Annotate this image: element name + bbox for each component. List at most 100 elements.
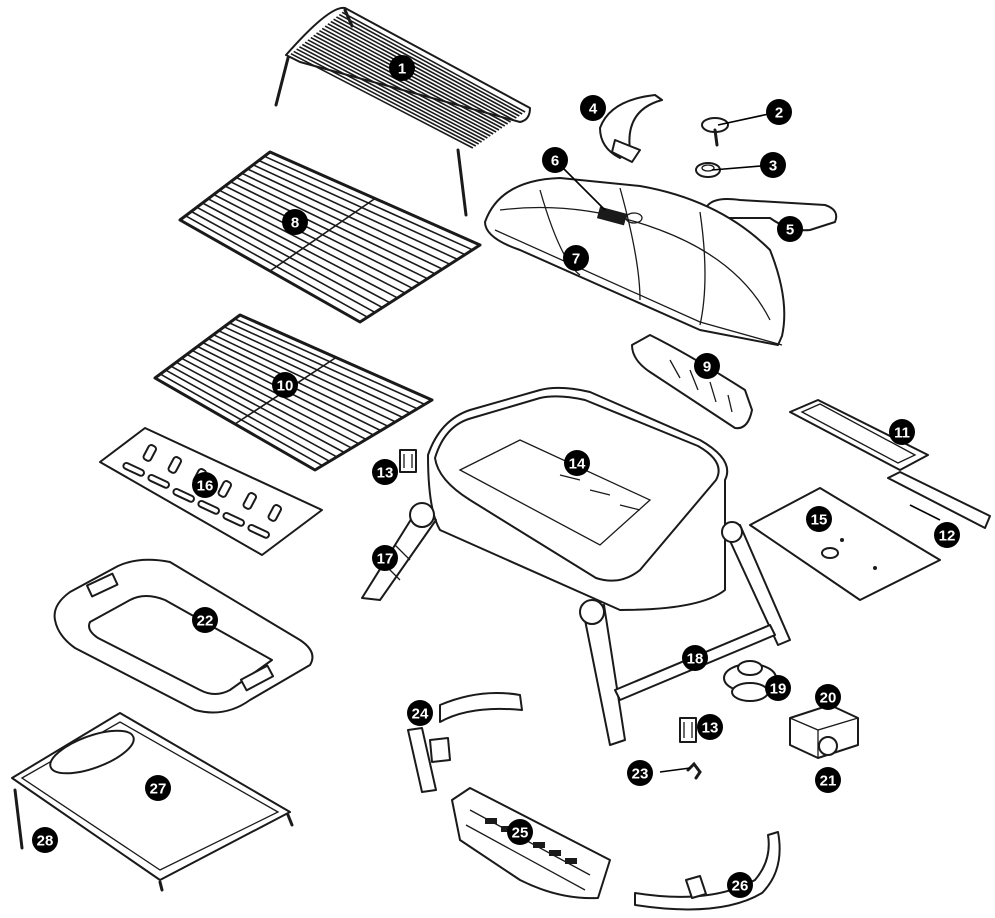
callout-circle: [766, 99, 792, 125]
callout-circle: [372, 459, 398, 485]
heat-plate-slot: [197, 499, 220, 515]
front-legs: [579, 521, 791, 746]
callout-1: 1: [389, 55, 415, 81]
heat-plate-slot: [147, 473, 170, 489]
callout-number: 3: [769, 158, 777, 175]
curved-base-rail: [634, 831, 781, 911]
callout-circle: [682, 645, 708, 671]
cooking-grate-upper: [178, 150, 482, 324]
callout-10: 10: [272, 372, 298, 398]
callout-14: 14: [564, 450, 590, 476]
callout-number: 4: [589, 101, 598, 118]
callout-circle: [806, 506, 832, 532]
callout-circle: [815, 684, 841, 710]
callout-circle: [407, 700, 433, 726]
callout-circle: [765, 675, 791, 701]
grill-lid: [484, 177, 786, 346]
callout-3: 3: [760, 152, 786, 178]
heat-plate-slot: [167, 456, 183, 474]
callout-circle: [777, 216, 803, 242]
callout-number: 1: [398, 61, 406, 78]
callout-circle: [507, 819, 533, 845]
heat-plate-slot: [247, 523, 270, 539]
callout-23: 23: [627, 760, 653, 786]
drip-tray-frame: [53, 558, 314, 714]
heat-plate-slot: [122, 461, 145, 477]
heat-plate-slot: [142, 444, 158, 462]
callout-circle: [282, 209, 308, 235]
callout-number: 12: [939, 528, 956, 545]
callout-7: 7: [563, 245, 589, 271]
panel-vent: [565, 858, 577, 864]
callout-circle: [727, 872, 753, 898]
front-panel: [451, 787, 611, 900]
panel-vent: [485, 818, 497, 824]
callout-15: 15: [806, 506, 832, 532]
callout-circle: [192, 472, 218, 498]
callout-13-lower: 13: [697, 714, 723, 740]
callout-22: 22: [192, 607, 218, 633]
callout-25: 25: [507, 819, 533, 845]
callout-circle: [934, 522, 960, 548]
callout-circle: [563, 245, 589, 271]
callout-number: 11: [894, 425, 910, 442]
callout-number: 20: [820, 690, 837, 707]
callout-number: 22: [197, 613, 214, 630]
callout-number: 18: [687, 651, 704, 668]
heat-plate-slot: [267, 504, 283, 522]
callout-circle: [542, 147, 568, 173]
heat-plate-slot: [242, 492, 258, 510]
firebox: [427, 386, 729, 611]
callout-number: 28: [37, 833, 54, 850]
callout-number: 15: [811, 512, 828, 529]
gas-regulator: [723, 660, 777, 702]
callout-number: 5: [786, 222, 794, 239]
panel-vent: [549, 850, 561, 856]
callout-number: 27: [150, 781, 167, 798]
callout-circle: [32, 827, 58, 853]
callout-17: 17: [372, 545, 398, 571]
side-tray: [11, 712, 294, 892]
callout-circle: [272, 372, 298, 398]
callout-6: 6: [542, 147, 568, 173]
callout-circle: [694, 353, 720, 379]
callout-circle: [192, 607, 218, 633]
callout-circle: [580, 95, 606, 121]
clip-lower: [679, 717, 697, 743]
callout-number: 24: [412, 706, 429, 723]
callout-number: 26: [732, 878, 749, 895]
callout-number: 13: [702, 720, 719, 737]
callout-number: 19: [770, 681, 787, 698]
callout-18: 18: [682, 645, 708, 671]
panel-vent: [533, 842, 545, 848]
burner: [789, 399, 929, 471]
callout-28: 28: [32, 827, 58, 853]
callout-16: 16: [192, 472, 218, 498]
callout-circle: [372, 545, 398, 571]
callout-circle: [564, 450, 590, 476]
callout-20: 20: [815, 684, 841, 710]
callout-circle: [889, 419, 915, 445]
callout-8: 8: [282, 209, 308, 235]
callout-number: 23: [632, 766, 649, 783]
callout-19: 19: [765, 675, 791, 701]
igniter-pin: [686, 761, 702, 780]
callout-12: 12: [934, 522, 960, 548]
callout-circle: [815, 767, 841, 793]
callout-number: 13: [377, 465, 394, 482]
side-handle: [407, 691, 523, 793]
heat-plate-slot: [217, 480, 233, 498]
callout-number: 16: [197, 478, 214, 495]
callout-number: 17: [377, 551, 394, 568]
callout-27: 27: [145, 775, 171, 801]
heat-plate-slot: [222, 511, 245, 527]
callout-number: 25: [512, 825, 529, 842]
left-leg: [361, 502, 437, 601]
warming-rack: [274, 6, 531, 217]
callout-13-upper: 13: [372, 459, 398, 485]
callout-24: 24: [407, 700, 433, 726]
callout-number: 2: [775, 105, 783, 122]
panel-vent: [501, 826, 513, 832]
callout-number: 8: [291, 215, 299, 232]
